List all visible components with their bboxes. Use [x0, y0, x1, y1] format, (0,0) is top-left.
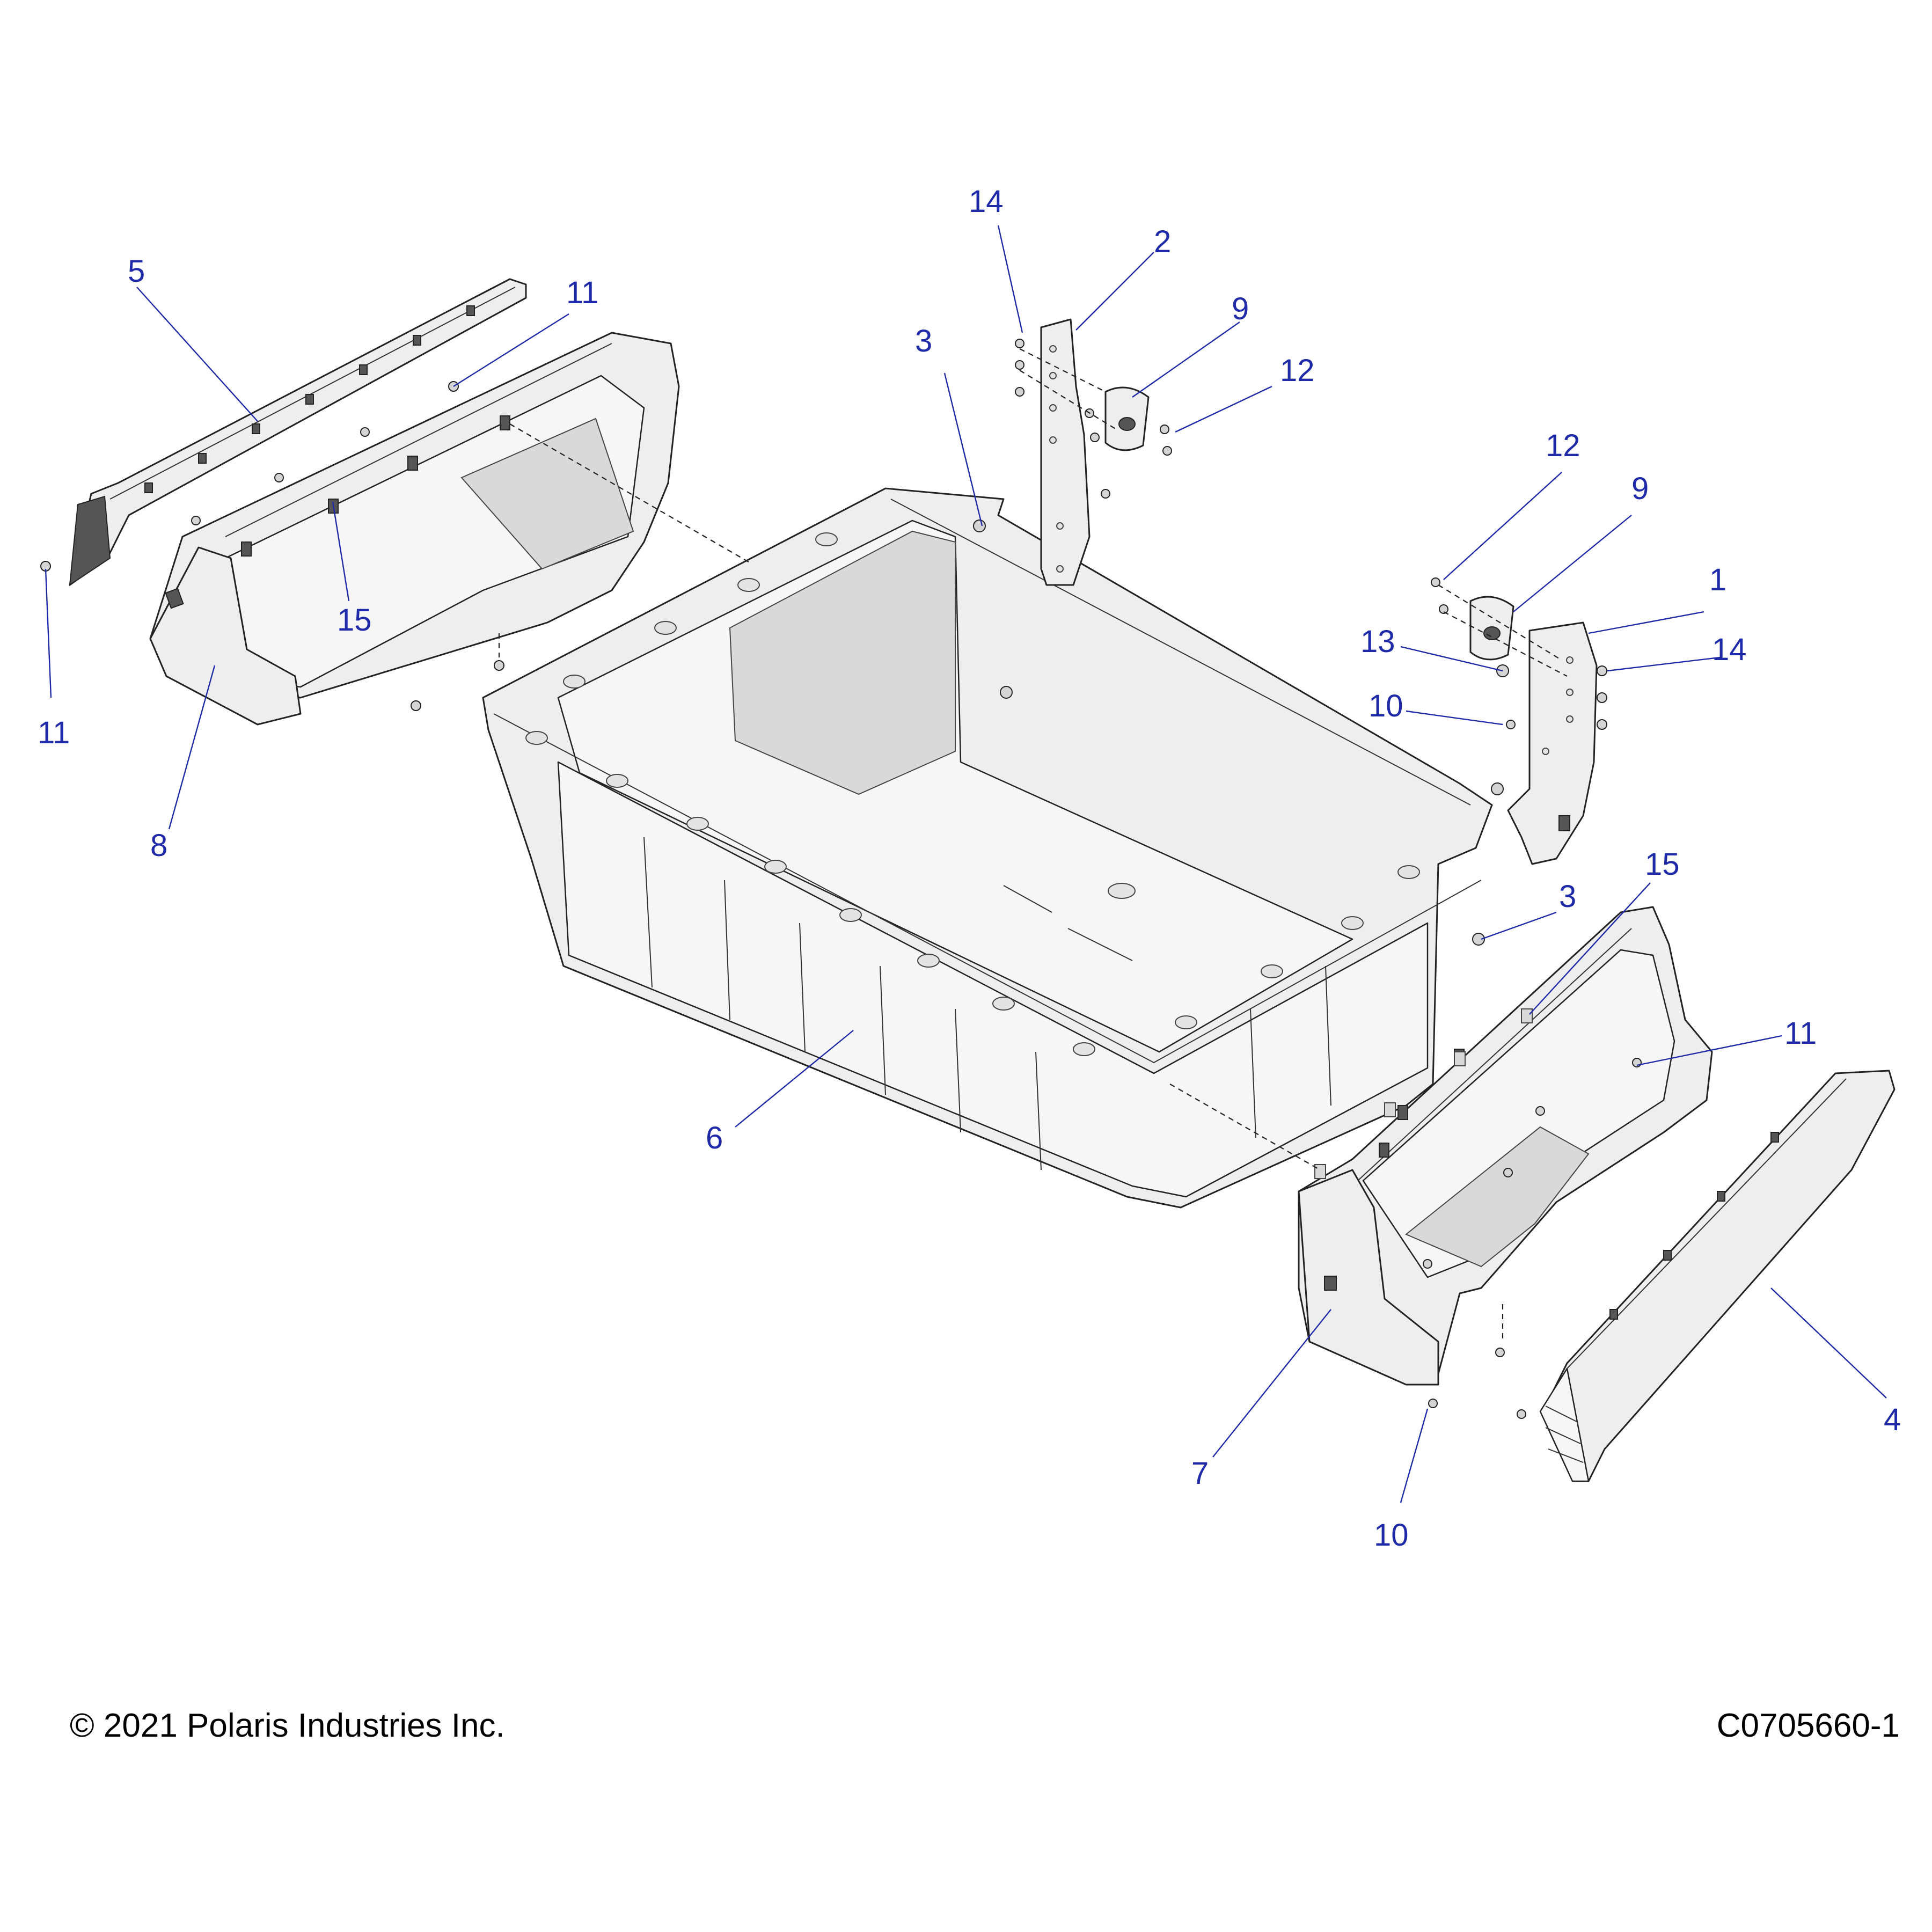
- callout-numbers: 14 2 9 12 3 11 5 11 15 8 6 12 9 1 14 13 …: [38, 184, 1901, 1553]
- left-top-rail: [69, 278, 527, 587]
- rim-holes: [525, 532, 1420, 1056]
- left-bracket: [1040, 318, 1091, 586]
- alignment-lines: [498, 348, 1568, 1342]
- callout-11: 11: [38, 715, 70, 750]
- callout-13: 13: [1360, 624, 1395, 659]
- left-side-panel: [149, 332, 680, 726]
- callout-4: 4: [1884, 1402, 1901, 1437]
- callout-5: 5: [128, 254, 145, 289]
- right-bracket: [1507, 621, 1598, 865]
- latch-bracket-right: [1469, 596, 1514, 661]
- right-side-panel: [1298, 906, 1713, 1386]
- callout-11: 11: [566, 275, 598, 310]
- latch-bracket-left: [1104, 386, 1150, 451]
- callout-7: 7: [1191, 1456, 1209, 1491]
- cargo-box: [482, 487, 1493, 1209]
- callout-14: 14: [969, 184, 1004, 219]
- leader-lines: [45, 225, 1887, 1503]
- callout-9: 9: [1232, 291, 1249, 326]
- part-code: C0705660-1: [1716, 1707, 1900, 1744]
- callout-2: 2: [1154, 224, 1171, 259]
- callout-3: 3: [915, 324, 932, 358]
- callout-3: 3: [1559, 879, 1576, 914]
- callout-1: 1: [1709, 562, 1726, 597]
- callout-6: 6: [706, 1121, 723, 1155]
- callout-10: 10: [1374, 1518, 1409, 1553]
- callout-12: 12: [1546, 428, 1580, 463]
- callout-8: 8: [150, 828, 167, 863]
- callout-10: 10: [1368, 689, 1403, 723]
- callout-14: 14: [1712, 632, 1747, 667]
- callout-15: 15: [337, 603, 372, 638]
- copyright-text: © 2021 Polaris Industries Inc.: [70, 1707, 505, 1744]
- callout-9: 9: [1631, 471, 1649, 506]
- right-top-rail: [1539, 1070, 1896, 1482]
- callout-12: 12: [1280, 353, 1315, 388]
- callout-11: 11: [1784, 1016, 1817, 1051]
- callout-15: 15: [1645, 847, 1680, 882]
